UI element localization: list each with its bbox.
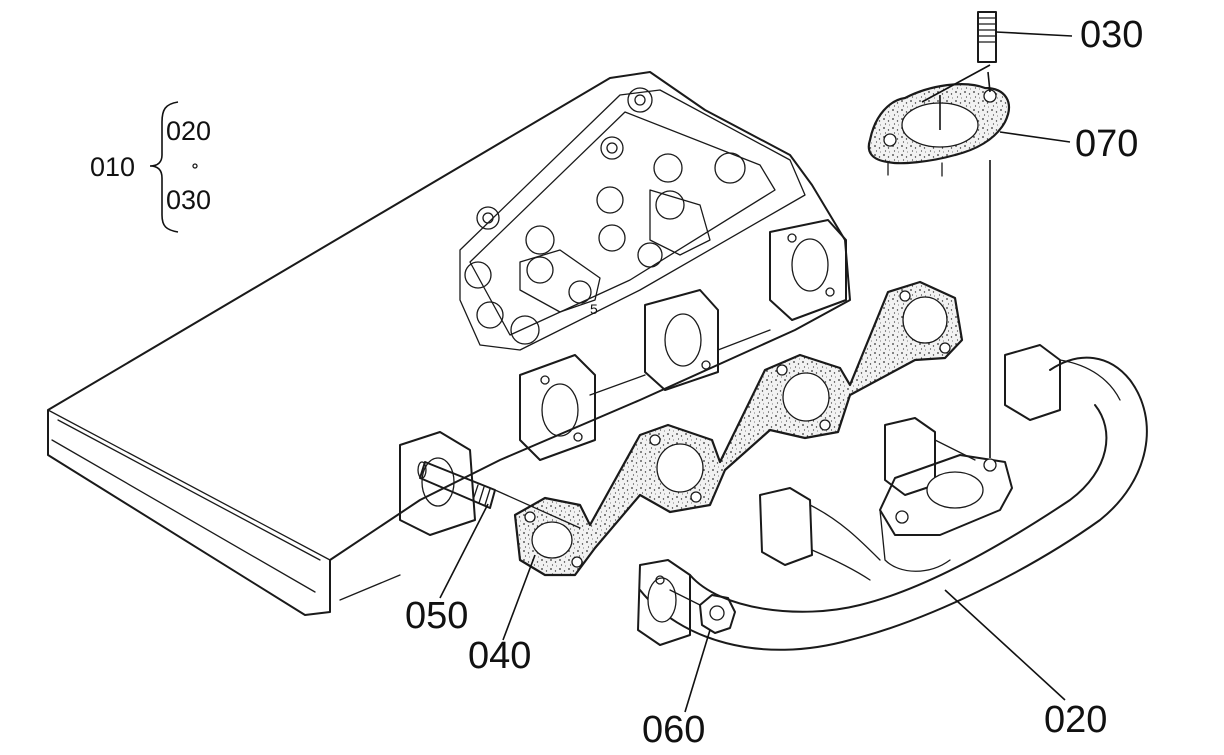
cylinder-head: [47, 71, 851, 616]
callout-040: 040: [468, 635, 531, 677]
leader-lines: [149, 31, 1073, 713]
manifold-gasket: [513, 280, 964, 577]
exhaust-manifold: [637, 344, 1148, 651]
callout-020: 020: [1044, 699, 1107, 741]
callout-010-sub-020: 020: [166, 116, 211, 146]
head-mark: 5: [590, 301, 598, 317]
callout-010: 010: [90, 152, 135, 182]
hex-nut: [669, 589, 736, 634]
callout-050: 050: [405, 595, 468, 637]
callout-060: 060: [642, 709, 705, 751]
callout-070: 070: [1075, 123, 1138, 165]
flange-gasket: [867, 83, 1011, 177]
callout-010-sub-030: 030: [166, 185, 211, 215]
callout-030-top: 030: [1080, 14, 1143, 56]
stud-bolt-left: [417, 461, 581, 529]
stud-bolt-top: [977, 11, 997, 63]
